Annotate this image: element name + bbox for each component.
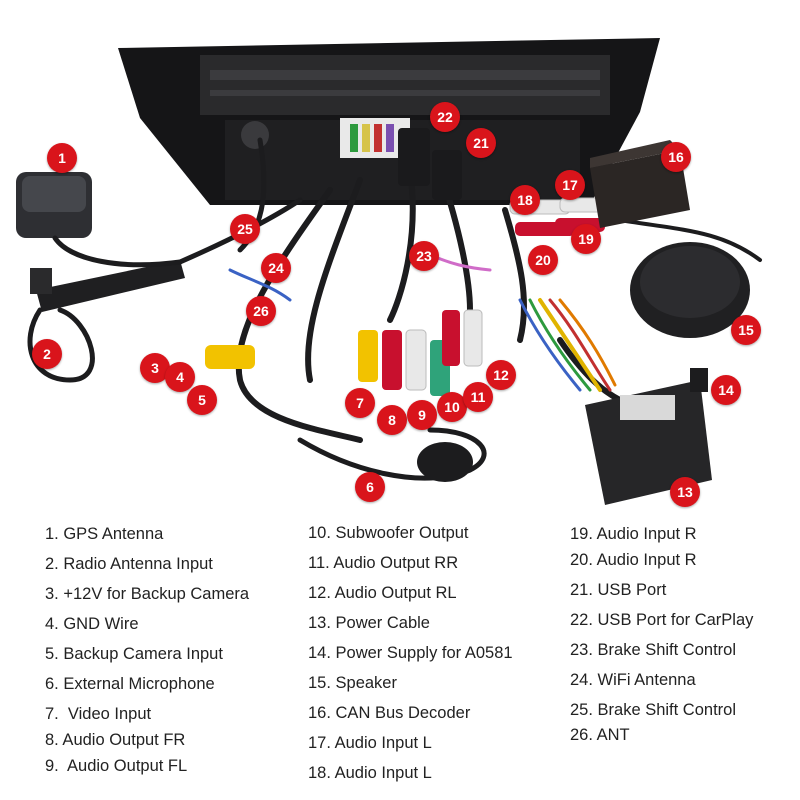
harness-connector-icon [585,368,712,505]
legend-item: 13. Power Cable [308,614,430,632]
legend-item: 8. Audio Output FR [45,731,186,749]
marker-17: 17 [555,170,585,200]
can-bus-decoder-box-icon [590,140,690,228]
marker-4: 4 [165,362,195,392]
legend-item: 12. Audio Output RL [308,584,457,602]
legend-item: 19. Audio Input R [570,525,697,543]
legend-item: 16. CAN Bus Decoder [308,704,471,722]
colored-wires [228,248,617,392]
speaker-puck-icon [630,242,750,338]
marker-10: 10 [437,392,467,422]
legend-item: 10. Subwoofer Output [308,524,469,542]
gps-antenna-icon [16,172,92,238]
marker-18: 18 [510,185,540,215]
marker-7: 7 [345,388,375,418]
rca-plug-icon [205,197,611,396]
marker-2: 2 [32,339,62,369]
legend-item: 3. +12V for Backup Camera [45,585,250,603]
marker-19: 19 [571,224,601,254]
microphone-icon [417,442,473,482]
legend-item: 6. External Microphone [45,675,215,693]
marker-20: 20 [528,245,558,275]
marker-14: 14 [711,375,741,405]
legend-item: 1. GPS Antenna [45,525,164,543]
marker-8: 8 [377,405,407,435]
marker-23: 23 [409,241,439,271]
marker-26: 26 [246,296,276,326]
legend-item: 14. Power Supply for A0581 [308,644,513,662]
marker-1: 1 [47,143,77,173]
marker-25: 25 [230,214,260,244]
marker-21: 21 [466,128,496,158]
legend-item: 17. Audio Input L [308,734,432,752]
legend-item: 15. Speaker [308,674,397,692]
marker-22: 22 [430,102,460,132]
legend-item: 25. Brake Shift Control [570,701,736,719]
legend-item: 22. USB Port for CarPlay [570,611,754,629]
marker-12: 12 [486,360,516,390]
radio-antenna-module-icon [30,260,185,312]
marker-6: 6 [355,472,385,502]
legend-item: 26. ANT [570,726,630,744]
legend-item: 7. Video Input [45,705,152,723]
legend-item: 18. Audio Input L [308,764,432,782]
marker-11: 11 [463,382,493,412]
marker-15: 15 [731,315,761,345]
legend-item: 21. USB Port [570,581,667,599]
marker-13: 13 [670,477,700,507]
marker-16: 16 [661,142,691,172]
legend-item: 11. Audio Output RR [308,554,459,572]
legend-item: 2. Radio Antenna Input [45,555,213,573]
marker-5: 5 [187,385,217,415]
legend-item: 23. Brake Shift Control [570,641,736,659]
wiring-illustration [16,38,762,505]
product-diagram: 1 2 3 4 5 6 7 8 9 10 11 12 13 14 15 16 1… [16,38,762,507]
legend-item: 20. Audio Input R [570,551,697,569]
marker-24: 24 [261,253,291,283]
usb-plug-icon [398,128,462,200]
legend-item: 24. WiFi Antenna [570,671,696,689]
legend-item: 4. GND Wire [45,615,139,633]
marker-9: 9 [407,400,437,430]
legend-item: 9. Audio Output FL [45,757,188,775]
legend-item: 5. Backup Camera Input [45,645,223,663]
